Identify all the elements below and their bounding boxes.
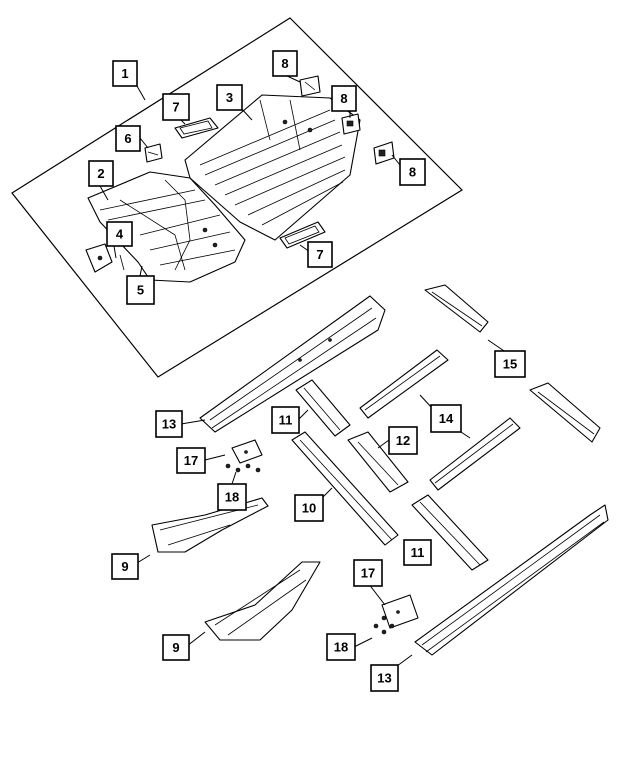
bracket-8-right — [373, 141, 395, 165]
svg-text:8: 8 — [340, 91, 347, 106]
callout-8-top: 8 — [272, 50, 298, 77]
callout-17-upper: 17 — [176, 447, 206, 474]
sill-13-lower — [414, 504, 609, 656]
fasteners-18-upper — [225, 463, 261, 473]
bracket-17-lower — [381, 594, 419, 629]
svg-text:15: 15 — [503, 357, 517, 372]
floor-assembly-frame — [11, 17, 463, 378]
callout-1: 1 — [112, 60, 138, 87]
rail-9-upper — [151, 497, 269, 553]
svg-text:11: 11 — [279, 413, 293, 428]
bracket-17-upper — [231, 439, 263, 464]
rail-15-top — [424, 284, 489, 333]
crossmember-14-upper — [359, 349, 449, 419]
svg-text:8: 8 — [409, 165, 416, 180]
member-11-lower — [411, 494, 489, 571]
bracket-6 — [144, 143, 163, 163]
svg-text:4: 4 — [116, 227, 124, 242]
svg-text:13: 13 — [162, 417, 176, 432]
svg-text:7: 7 — [172, 100, 179, 115]
svg-text:18: 18 — [334, 640, 348, 655]
svg-text:6: 6 — [124, 131, 131, 146]
svg-text:17: 17 — [361, 566, 375, 581]
svg-text:13: 13 — [377, 671, 391, 686]
rail-15-bottom — [529, 382, 601, 443]
svg-text:7: 7 — [316, 247, 323, 262]
svg-text:18: 18 — [225, 490, 239, 505]
bracket-4 — [85, 243, 125, 273]
svg-text:5: 5 — [137, 283, 144, 298]
rear-floor-pan — [184, 94, 361, 241]
bracket-8-mid — [341, 113, 361, 135]
svg-text:3: 3 — [226, 90, 233, 105]
callout-12: 12 — [388, 426, 418, 455]
svg-text:14: 14 — [439, 411, 454, 426]
callout-18-upper: 18 — [217, 483, 247, 511]
callout-13-lower: 13 — [370, 664, 399, 692]
bracket-8-top — [299, 75, 321, 97]
sill-13-upper — [199, 295, 386, 433]
callout-5: 5 — [126, 275, 155, 305]
svg-text:2: 2 — [97, 166, 104, 181]
callout-9-upper: 9 — [111, 553, 139, 580]
floor-patch-bottom — [279, 221, 326, 249]
rail-10 — [291, 431, 399, 546]
callout-7-bottom: 7 — [307, 241, 333, 268]
callout-6: 6 — [115, 125, 141, 152]
svg-text:9: 9 — [172, 640, 179, 655]
svg-text:12: 12 — [396, 433, 410, 448]
member-11-upper — [295, 379, 351, 437]
svg-text:11: 11 — [411, 545, 425, 560]
callout-10: 10 — [294, 494, 324, 522]
floor-patch-top — [174, 117, 219, 139]
svg-text:17: 17 — [184, 453, 198, 468]
callout-2: 2 — [88, 160, 114, 187]
callout-18-lower: 18 — [326, 633, 356, 661]
callout-3: 3 — [216, 84, 243, 111]
crossmember-14-lower — [429, 417, 521, 491]
svg-text:1: 1 — [121, 66, 128, 81]
rail-9-lower — [204, 561, 321, 641]
callout-13-upper: 13 — [155, 410, 183, 438]
callout-11-lower: 11 — [403, 539, 432, 566]
fasteners-18-lower — [373, 615, 395, 635]
callout-8-right: 8 — [399, 158, 426, 186]
callout-7-top: 7 — [162, 93, 190, 121]
bracket-12 — [347, 431, 409, 493]
callout-17-lower: 17 — [353, 559, 383, 587]
callout-11-upper: 11 — [271, 406, 300, 434]
callout-14: 14 — [430, 404, 462, 433]
callout-8-mid: 8 — [331, 85, 357, 112]
svg-text:10: 10 — [302, 501, 316, 516]
callout-9-lower: 9 — [162, 634, 190, 661]
callout-4: 4 — [106, 221, 133, 247]
svg-text:8: 8 — [281, 56, 288, 71]
callout-15: 15 — [494, 350, 526, 378]
svg-text:9: 9 — [121, 559, 128, 574]
front-floor-pan — [87, 171, 246, 283]
